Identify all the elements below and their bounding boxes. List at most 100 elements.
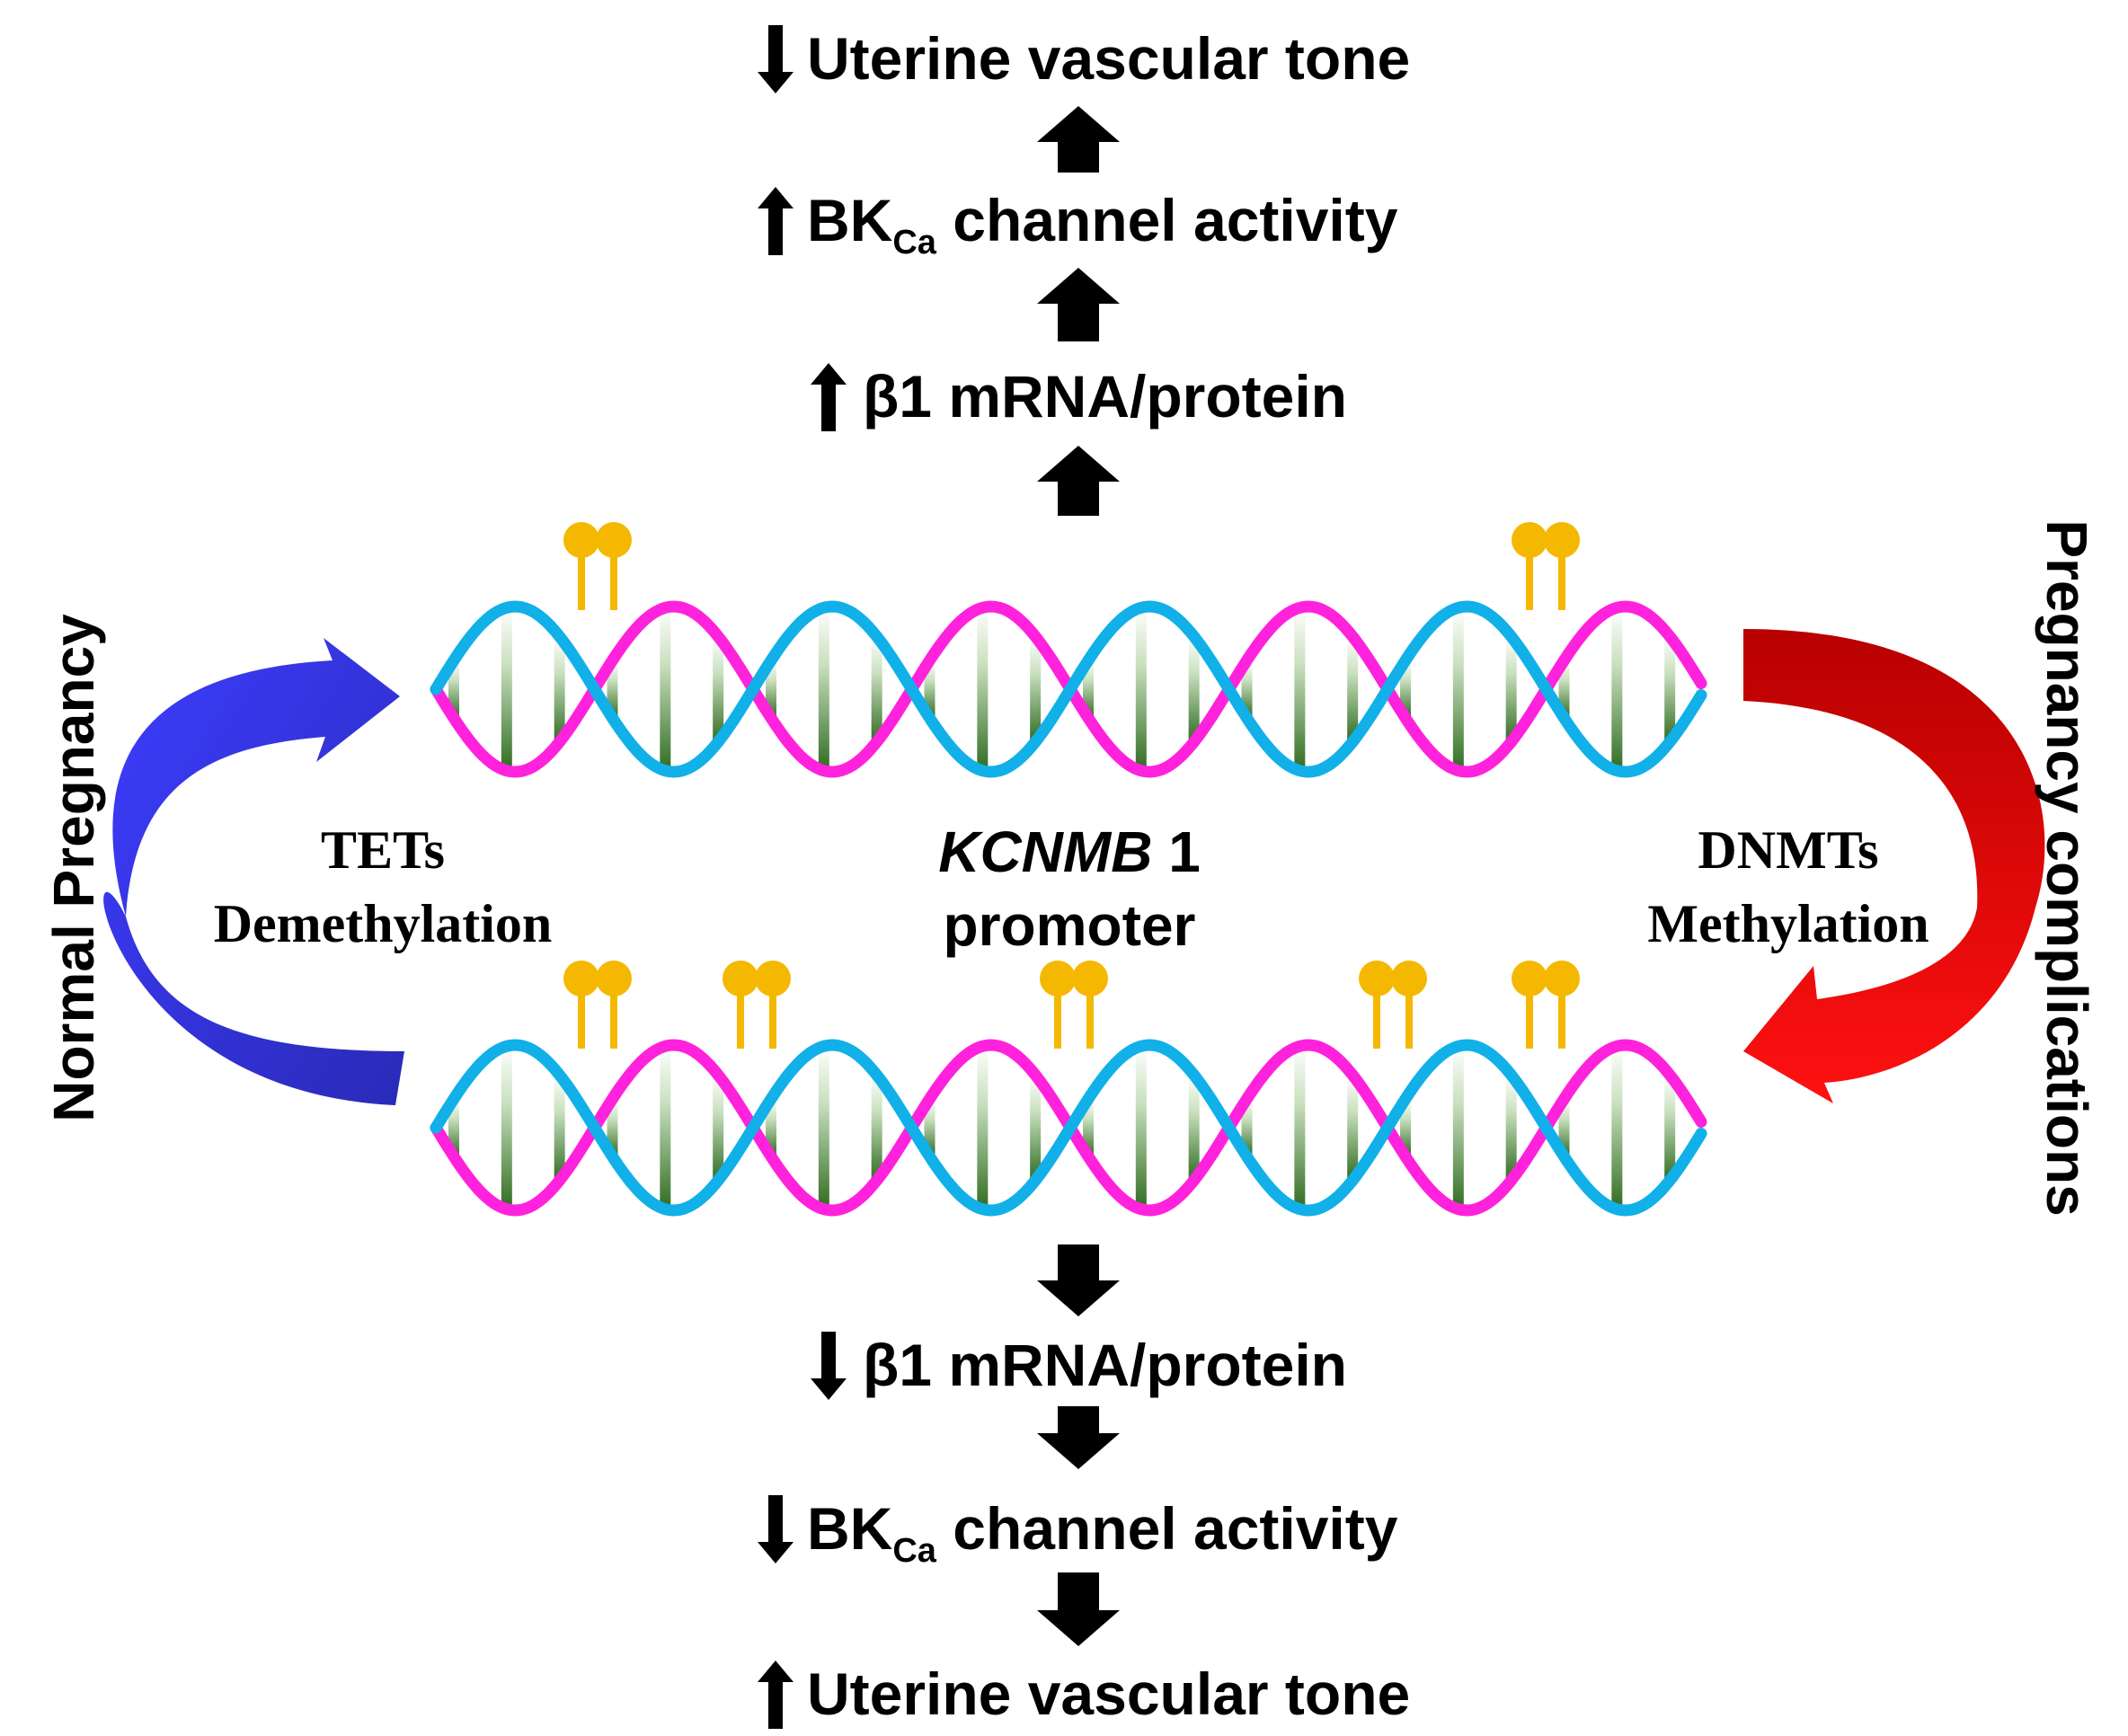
dnmts-label: DNMTs <box>1591 823 1986 877</box>
bottom-methyl-head <box>1040 961 1076 996</box>
bottom-flow-arrow-2 <box>1037 1406 1120 1469</box>
bottom-helix-base-pair <box>554 1075 565 1181</box>
bottom-step3-trend-arrow <box>758 1661 794 1729</box>
top-helix-base-pair <box>660 607 671 771</box>
top-methyl-stem <box>610 554 617 610</box>
dnmts-text: DNMTs <box>1698 820 1879 880</box>
bottom-step2-ca-subscript: Ca <box>892 1532 936 1570</box>
bottom-helix-base-pair <box>871 1075 882 1181</box>
pregnancy-complications-curved-arrow <box>1743 629 2045 1103</box>
bottom-step1-text: β1 mRNA/protein <box>863 1335 1347 1395</box>
top-helix-base-pair <box>977 607 989 771</box>
top-step1-trend-arrow <box>758 25 794 93</box>
bottom-helix-base-pair <box>1452 1046 1464 1209</box>
methylation-text: Methylation <box>1647 894 1929 953</box>
bottom-methyl-stem <box>737 993 744 1049</box>
top-methyl-head <box>1544 522 1580 558</box>
methylation-label: Methylation <box>1591 897 1986 951</box>
top-flow-arrow-1 <box>1037 106 1120 173</box>
top-step2-ca-subscript: Ca <box>892 224 936 261</box>
bottom-methyl-stem <box>1373 993 1380 1049</box>
pregnancy-complications-label: Pregnancy complications <box>2035 519 2099 1216</box>
normal-pregnancy-curved-arrow <box>103 638 404 1105</box>
trend-arrows <box>758 25 847 1729</box>
top-step1-label: Uterine vascular tone <box>807 25 1411 92</box>
top-flow-arrow-3 <box>1037 446 1120 516</box>
bottom-helix-base-pair <box>501 1046 512 1209</box>
methyl-groups-bottom <box>563 961 1580 1049</box>
bottom-step3-text: Uterine vascular tone <box>807 1664 1410 1723</box>
bottom-methyl-stem <box>610 993 617 1049</box>
gene-number: 1 <box>1152 819 1201 884</box>
methyl-groups-top <box>563 522 1580 610</box>
top-methyl-stem <box>1558 554 1565 610</box>
top-methyl-head <box>563 522 599 558</box>
bottom-methyl-head <box>1072 961 1108 996</box>
top-helix-base-pair <box>501 607 512 771</box>
top-flow-arrow-2 <box>1037 268 1120 341</box>
dna-helix-top <box>430 600 1707 778</box>
top-helix-base-pair <box>818 607 829 771</box>
bottom-helix-base-pair <box>1294 1046 1306 1209</box>
bottom-methyl-stem <box>1405 993 1413 1049</box>
bottom-helix-base-pair <box>1664 1075 1676 1181</box>
dna-helix-bottom <box>430 1039 1707 1217</box>
bottom-helix-base-pair <box>1188 1075 1200 1181</box>
bottom-step2-rest: channel activity <box>935 1495 1398 1562</box>
bottom-methyl-head <box>596 961 632 996</box>
bottom-helix-base-pair <box>1505 1075 1517 1181</box>
promoter-label: promoter <box>943 893 1196 958</box>
top-methyl-head <box>596 522 632 558</box>
bottom-methyl-stem <box>1054 993 1061 1049</box>
top-helix-base-pair <box>1611 607 1623 771</box>
bottom-methyl-head <box>563 961 599 996</box>
top-helix-base-pair <box>1294 607 1306 771</box>
top-helix-base-pair <box>1664 636 1676 742</box>
top-helix-base-pair <box>1347 636 1359 742</box>
top-helix-base-pair <box>1030 636 1042 742</box>
top-methyl-stem <box>578 554 585 610</box>
bottom-flow-arrow-1 <box>1037 1244 1120 1316</box>
bottom-helix-base-pair <box>818 1046 829 1209</box>
bottom-methyl-head <box>1359 961 1395 996</box>
bottom-methyl-head <box>1544 961 1580 996</box>
gene-label-line2: promoter <box>899 897 1240 954</box>
bottom-methyl-head <box>1512 961 1547 996</box>
bottom-helix-base-pair <box>977 1046 989 1209</box>
bottom-step2-text: BKCa channel activity <box>807 1499 1397 1568</box>
normal-pregnancy-label: Normal Pregnancy <box>41 614 106 1122</box>
tets-label: TETs <box>176 823 590 877</box>
bottom-methyl-stem <box>1558 993 1565 1049</box>
bottom-step2-bk: BK <box>807 1495 893 1562</box>
gene-label-line1: KCNMB 1 <box>899 823 1240 881</box>
top-helix-base-pair <box>554 636 565 742</box>
bottom-helix-base-pair <box>1135 1046 1147 1209</box>
top-helix-strand-cyan <box>430 600 1707 778</box>
top-step2-trend-arrow <box>758 187 794 255</box>
top-methyl-head <box>1512 522 1547 558</box>
top-helix-base-pair <box>1135 607 1147 771</box>
bottom-methyl-stem <box>578 993 585 1049</box>
normal-pregnancy-text: Normal Pregnancy <box>41 614 106 1122</box>
top-step3-text: β1 mRNA/protein <box>863 367 1347 426</box>
gene-name: KCNMB <box>938 819 1153 884</box>
bottom-step3-label: Uterine vascular tone <box>807 1661 1411 1727</box>
top-helix-base-pair <box>1505 636 1517 742</box>
bottom-step2-trend-arrow <box>758 1495 794 1563</box>
demethylation-text: Demethylation <box>213 894 553 953</box>
bottom-helix-base-pair <box>1030 1075 1042 1181</box>
top-methyl-stem <box>1526 554 1533 610</box>
bottom-methyl-head <box>755 961 791 996</box>
bottom-helix-base-pair <box>1611 1046 1623 1209</box>
top-helix-base-pair <box>1452 607 1464 771</box>
bottom-helix-strand-cyan <box>430 1039 1707 1217</box>
flow-arrows <box>1037 106 1120 1646</box>
top-helix-base-pair <box>871 636 882 742</box>
bottom-flow-arrow-3 <box>1037 1572 1120 1646</box>
top-step1-text: Uterine vascular tone <box>807 29 1410 88</box>
bottom-helix-base-pair <box>660 1046 671 1209</box>
demethylation-label: Demethylation <box>176 897 590 951</box>
bottom-helix-base-pair <box>1347 1075 1359 1181</box>
top-step2-text: BKCa channel activity <box>807 190 1397 260</box>
